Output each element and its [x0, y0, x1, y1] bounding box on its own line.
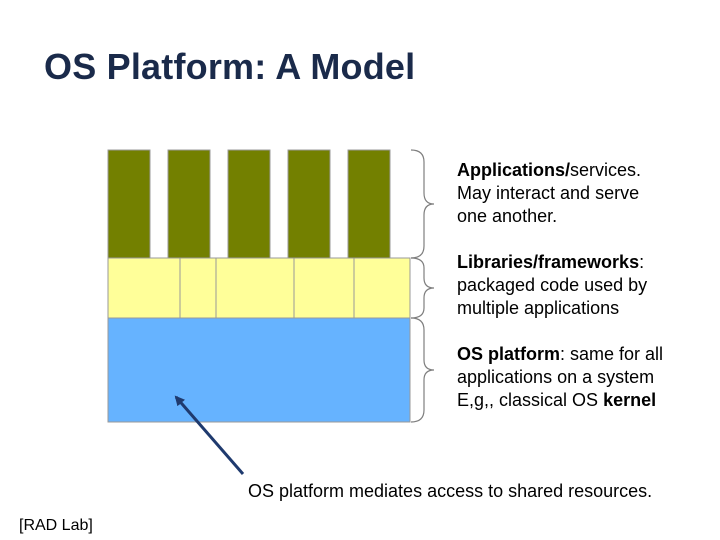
os-platform-line3-prefix: E,g,, classical OS — [457, 390, 604, 410]
applications-description: Applications/services. May interact and … — [457, 159, 707, 228]
os-platform-block — [107, 317, 411, 423]
library-block — [107, 257, 181, 319]
libraries-description: Libraries/frameworks: packaged code used… — [457, 251, 707, 320]
library-block — [293, 257, 355, 319]
slide-title: OS Platform: A Model — [44, 46, 416, 87]
libraries-term: Libraries/frameworks — [457, 252, 640, 272]
os-platform-line1-rest: : same for all — [560, 344, 664, 364]
library-block — [179, 257, 217, 319]
os-platform-term: OS platform — [457, 344, 561, 364]
application-block — [347, 149, 391, 259]
application-block — [227, 149, 271, 259]
mediation-arrow — [174, 395, 245, 475]
applications-line2: May interact and serve — [457, 183, 640, 203]
libraries-brace — [410, 257, 435, 319]
mediation-annotation: OS platform mediates access to shared re… — [248, 481, 653, 501]
applications-brace — [410, 149, 435, 259]
application-block — [167, 149, 211, 259]
application-block — [107, 149, 151, 259]
os-platform-description: OS platform: same for all applications o… — [457, 343, 707, 412]
applications-term: Applications/ — [457, 160, 571, 180]
os-platform-brace — [410, 317, 435, 423]
os-platform-line2: applications on a system — [457, 367, 655, 387]
application-block — [287, 149, 331, 259]
applications-line3: one another. — [457, 206, 558, 226]
library-block — [353, 257, 411, 319]
applications-line1-rest: services. — [570, 160, 642, 180]
libraries-line2: packaged code used by — [457, 275, 648, 295]
library-block — [215, 257, 295, 319]
libraries-line3: multiple applications — [457, 298, 620, 318]
os-platform-line3-bold: kernel — [603, 390, 657, 410]
source-credit: [RAD Lab] — [19, 517, 93, 534]
libraries-line1-rest: : — [639, 252, 645, 272]
